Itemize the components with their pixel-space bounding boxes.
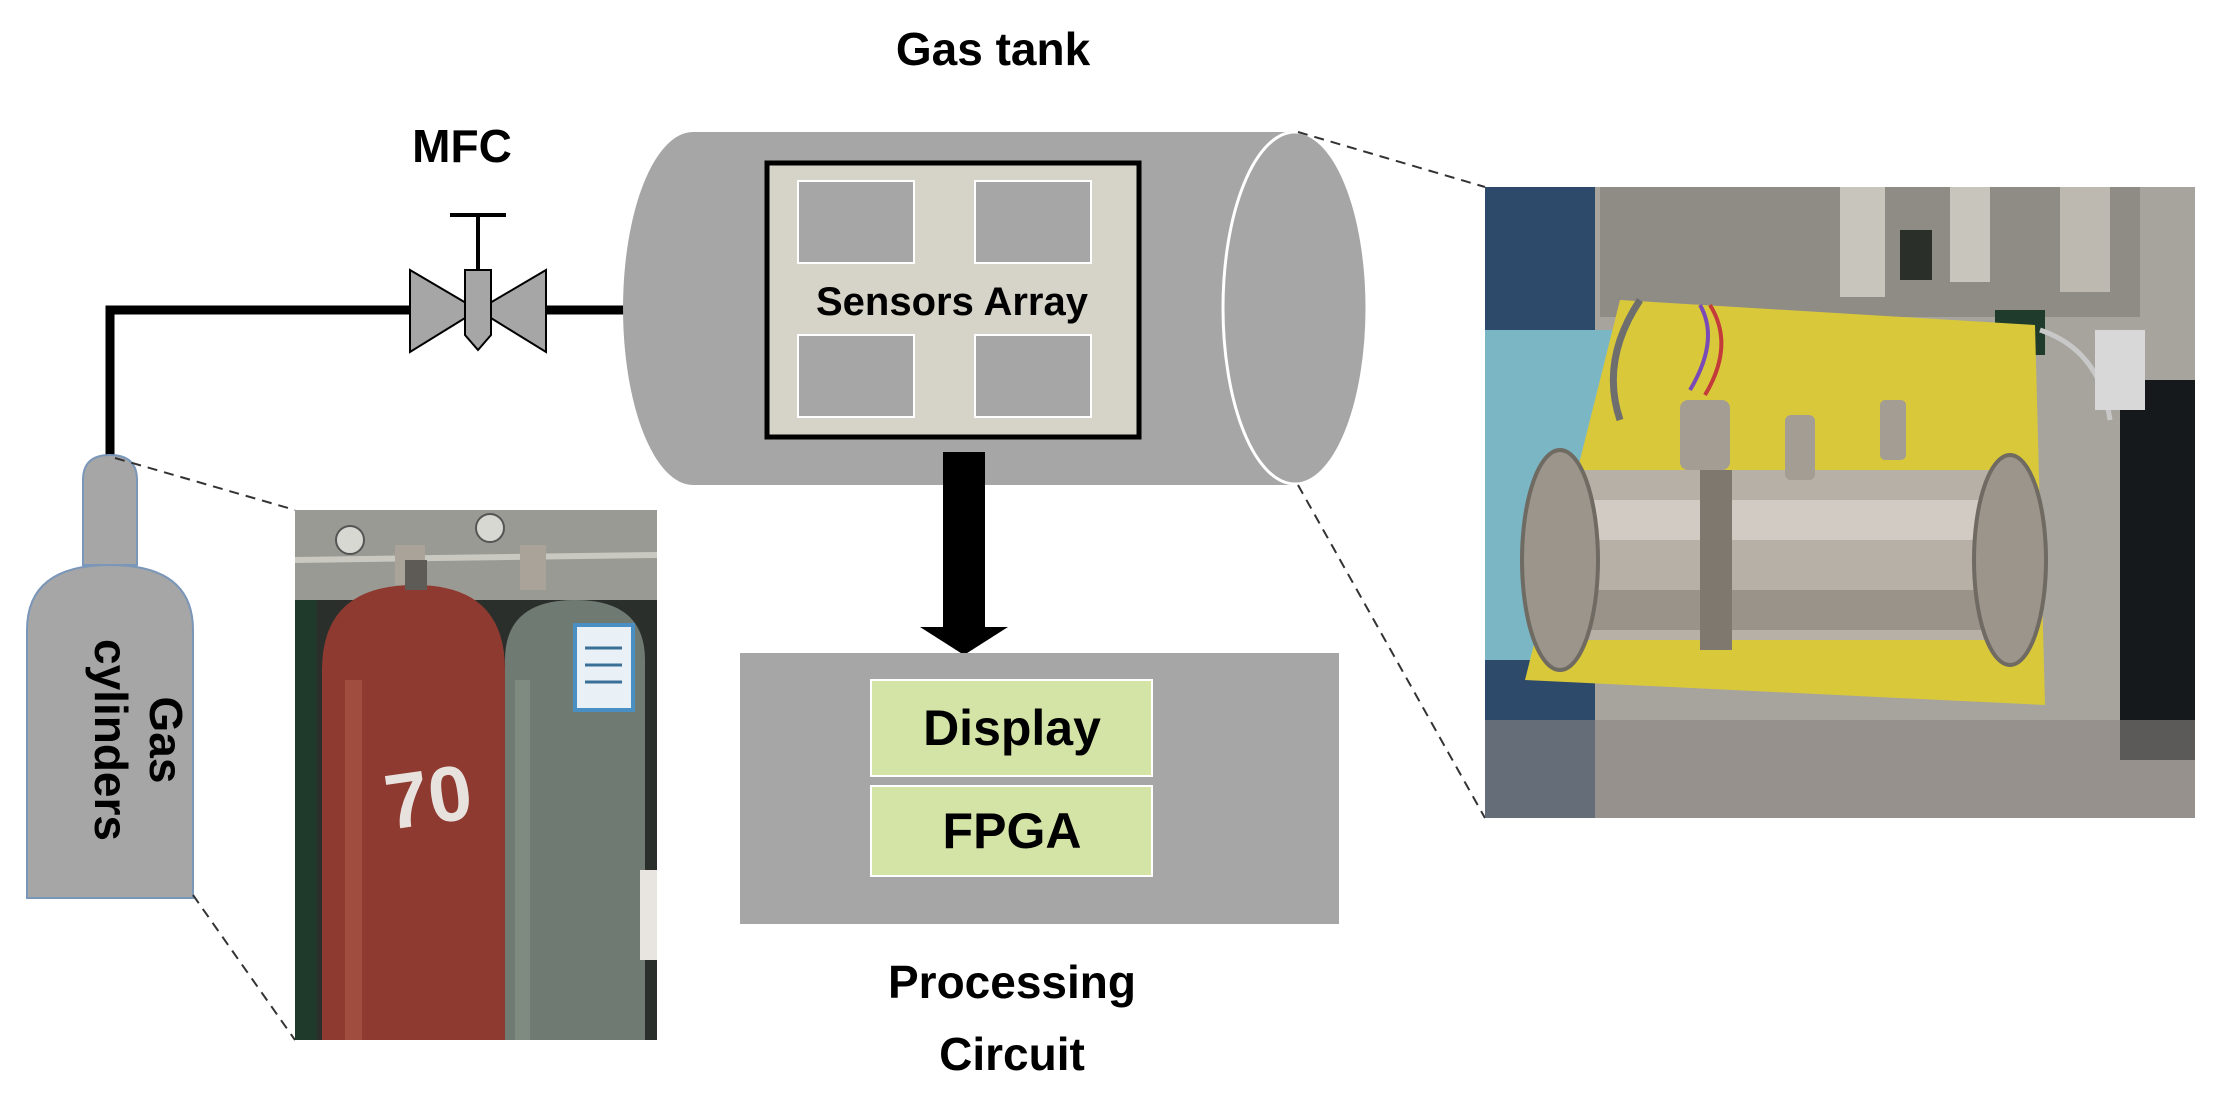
- cylinder-number: 70: [379, 747, 477, 846]
- sensors-array-label: Sensors Array: [816, 280, 1089, 324]
- gas-pipe: [105, 305, 630, 460]
- display-module: [870, 679, 1153, 777]
- gas-cylinders-photo: 70: [294, 510, 658, 1040]
- processing-circuit-label-line1: Processing: [888, 956, 1136, 1008]
- gas-cylinders-label-line2: cylinders: [85, 639, 137, 841]
- gas-tank-rig-photo: [1485, 187, 2195, 818]
- sensor-cell: [974, 334, 1092, 418]
- fpga-label: FPGA: [943, 803, 1082, 859]
- callout-lines: [114, 131, 1486, 1041]
- processing-circuit-label-line2: Circuit: [939, 1028, 1085, 1080]
- sensor-cell: [797, 180, 915, 264]
- display-label: Display: [923, 700, 1101, 756]
- sensors-array-panel: Sensors Array: [764, 160, 1142, 440]
- mfc-valve: [409, 213, 547, 354]
- sensor-cell: [974, 180, 1092, 264]
- gas-cylinder-schematic: Gas cylinders: [26, 453, 194, 899]
- processing-circuit: Display FPGA: [740, 653, 1339, 924]
- sensor-cell: [797, 334, 915, 418]
- data-flow-arrow: [920, 452, 1008, 655]
- gas-tank-label: Gas tank: [896, 23, 1091, 75]
- gas-cylinders-label-line1: Gas: [140, 697, 192, 784]
- mfc-label: MFC: [412, 120, 512, 172]
- fpga-module: [870, 785, 1153, 877]
